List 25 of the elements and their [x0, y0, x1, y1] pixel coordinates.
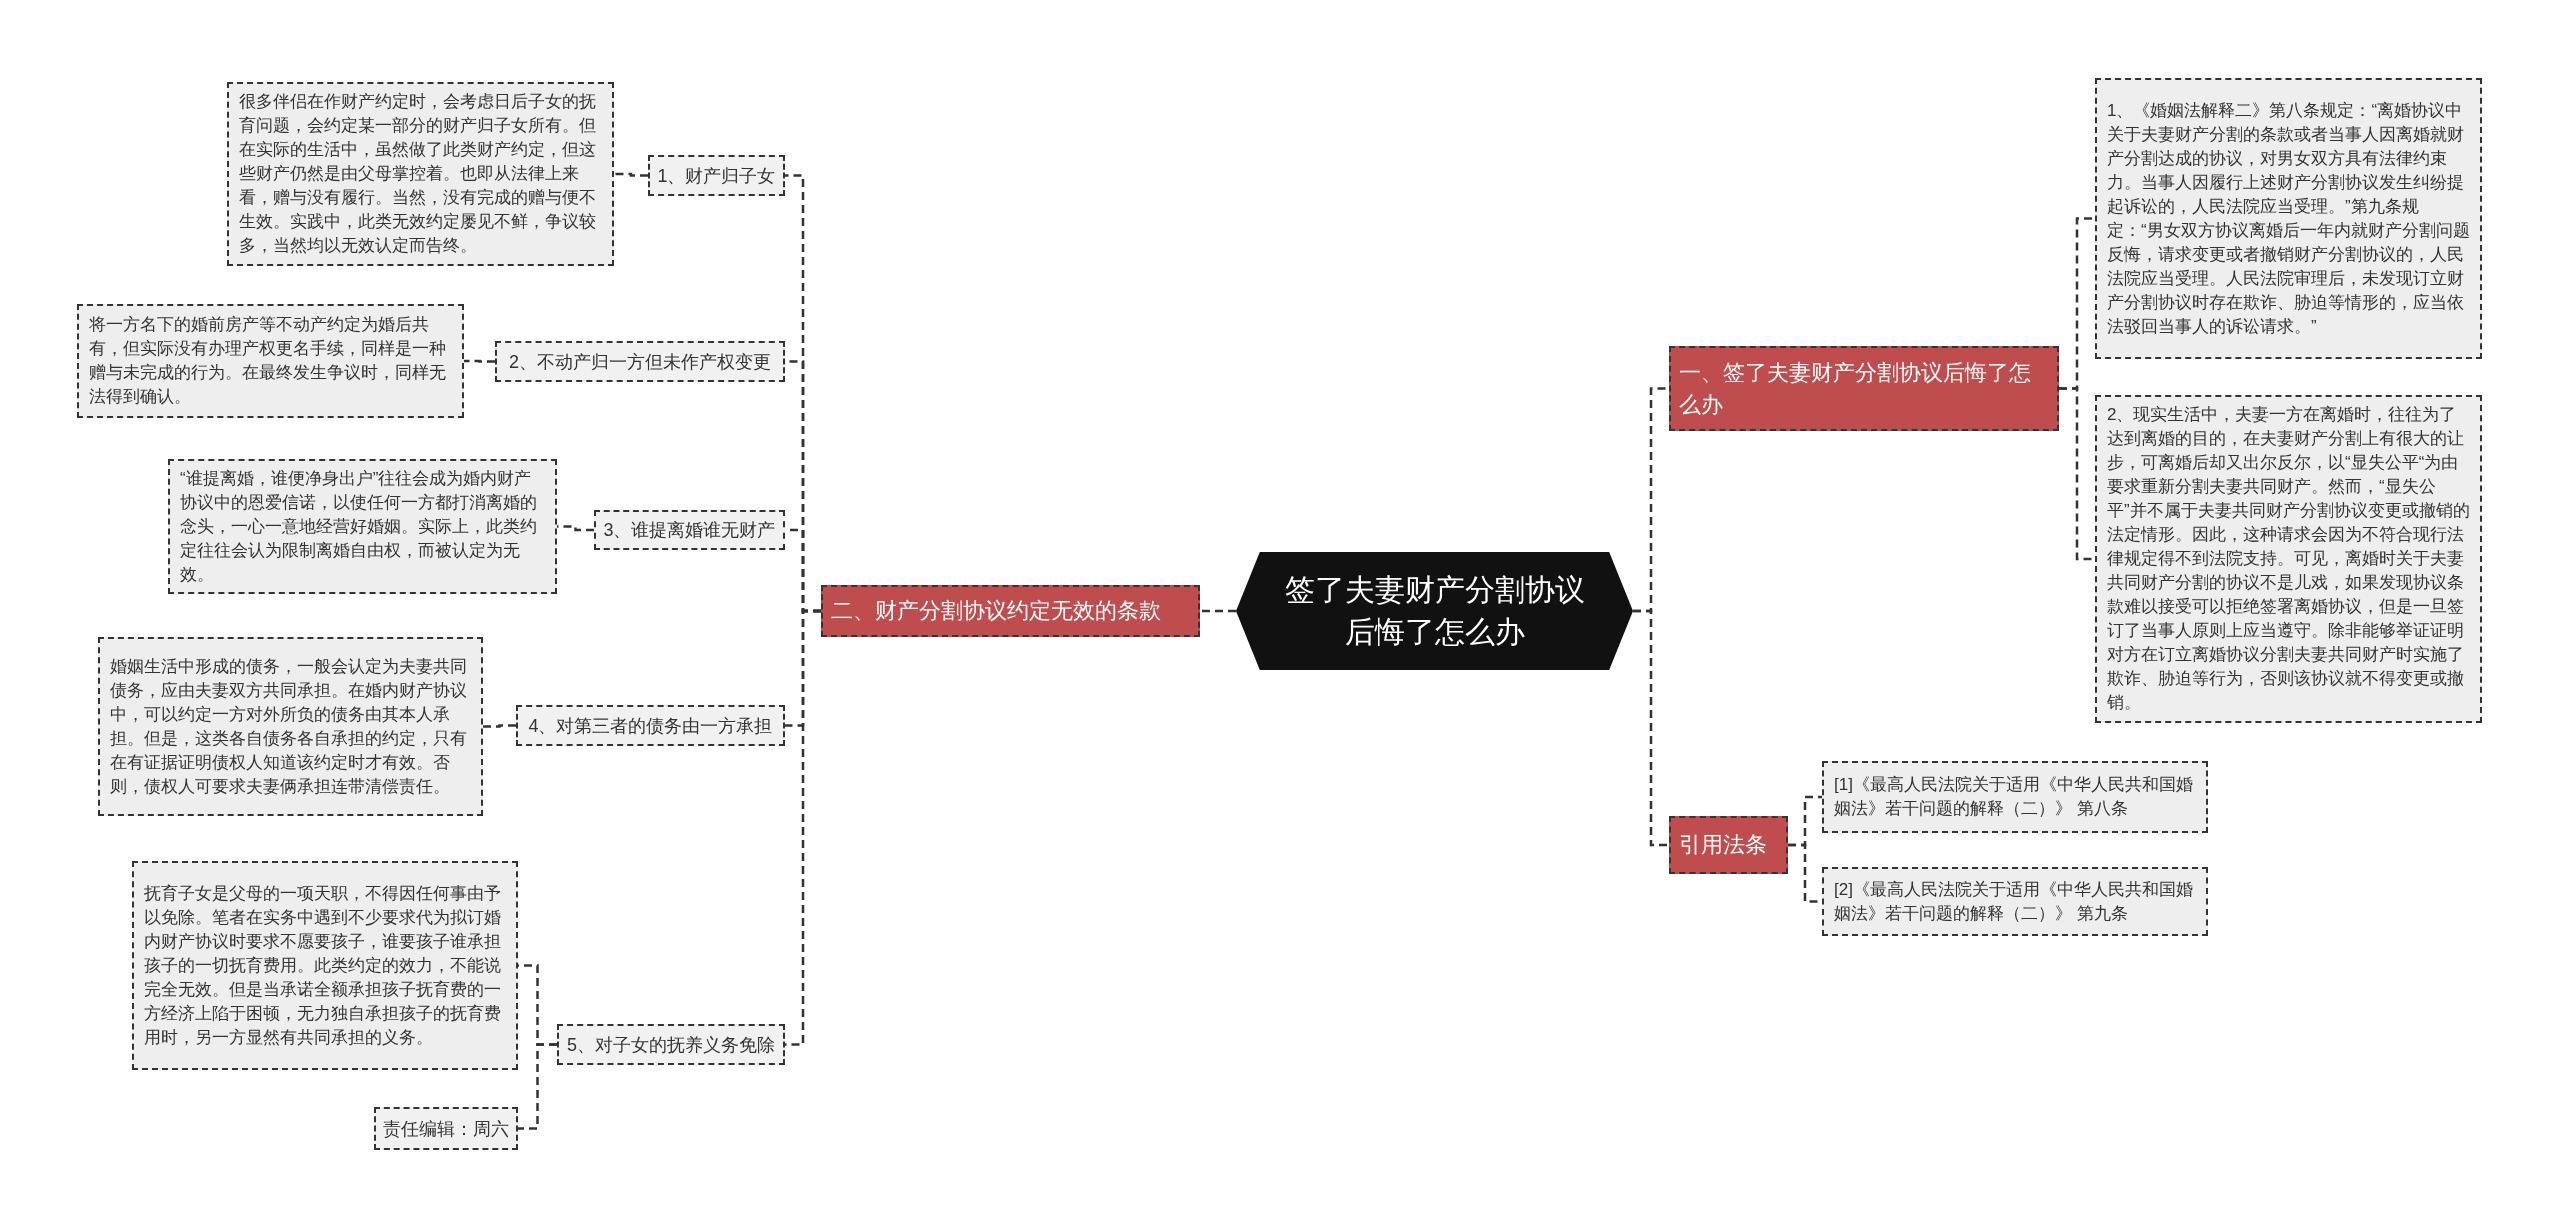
branch-topic-box: 引用法条: [1669, 816, 1788, 874]
note-box: 2、现实生活中，夫妻一方在离婚时，往往为了达到离婚的目的，在夫妻财产分割上有很大的让步，可离婚后却又出尔反尔，以“显失公平“为由要求重新分割夫妻共同财产。然而，“显失公平”并不属于夫妻共同财产分割协议变更或撤销的法定情形。因此，这种请求会因为不符合现行法律规定得不到法院支持。可见，离婚时关于夫妻共同财产分割的协议不是儿戏，如果发现协议条款难以接受可以拒绝签署离婚协议，但是一旦签订了当事人原则上应当遵守。除非能够举证证明对方在订立离婚协议分割夫妻共同财产时实施了欺诈、胁迫等行为，否则该协议就不得变更或撤销。: [2095, 395, 2482, 723]
note-box: 很多伴侣在作财产约定时，会考虑日后子女的抚育问题，会约定某一部分的财产归子女所有。但在实际的生活中，虽然做了此类财产约定，但这些财产仍然是由父母掌控着。也即从法律上来看，赠与没有履行。当然，没有完成的赠与便不生效。实践中，此类无效约定屡见不鲜，争议较多，当然均以无效认定而告终。: [227, 82, 614, 266]
connector-line: [483, 724, 516, 728]
subtopic-box: 3、谁提离婚谁无财产: [594, 510, 785, 550]
subtopic-box: 责任编辑：周六: [374, 1107, 518, 1150]
connector-line: [464, 359, 495, 363]
connector-line: [614, 172, 648, 177]
note-box: “谁提离婚，谁便净身出户”往往会成为婚内财产协议中的恩爱信诺，以使任何一方都打消离婚的念头，一心一意地经营好婚姻。实际上，此类约定往往会认为限制离婚自由权，而被认定为无效。: [168, 459, 557, 594]
connector-line: [2059, 387, 2095, 561]
branch-topic-box: 一、签了夫妻财产分割协议后悔了怎么办: [1669, 346, 2059, 431]
subtopic-box: 1、财产归子女: [648, 155, 785, 196]
subtopic-box: 2、不动产归一方但未作产权变更: [495, 341, 785, 382]
subtopic-box: 5、对子女的抚养义务免除: [557, 1024, 785, 1065]
connector-line: [1633, 609, 1669, 847]
subtopic-box: 4、对第三者的债务由一方承担: [516, 705, 785, 746]
connector-line: [518, 1043, 557, 1130]
branch-topic-box: 二、财产分割协议约定无效的条款: [821, 585, 1200, 637]
note-box: 将一方名下的婚前房产等不动产约定为婚后共有，但实际没有办理产权更名手续，同样是一种赠与未完成的行为。在最终发生争议时，同样无法得到确认。: [77, 304, 464, 418]
note-box: [2]《最高人民法院关于适用《中华人民共和国婚姻法》若干问题的解释（二）》 第九条: [1822, 867, 2208, 936]
note-box: 抚育子女是父母的一项天职，不得因任何事由予以免除。笔者在实务中遇到不少要求代为拟订婚内财产协议时要求不愿要孩子，谁要孩子谁承担孩子的一切抚育费用。此类约定的效力，不能说完全无效。但是当承诺全额承担孩子抚育费的一方经济上陷于困顿，无力独自承担孩子的抚育费用时，另一方显然有共同承担的义务。: [132, 861, 518, 1070]
note-box: [1]《最高人民法院关于适用《中华人民共和国婚姻法》若干问题的解释（二）》 第八条: [1822, 761, 2208, 833]
note-box: 婚姻生活中形成的债务，一般会认定为夫妻共同债务，应由夫妻双方共同承担。在婚内财产协议中，可以约定一方对外所负的债务由其本人承担。但是，这类各自债务各自承担的约定，只有在有证据证明债权人知道该约定时才有效。否则，债权人可要求夫妻俩承担连带清偿责任。: [98, 637, 483, 816]
note-box: 1、《婚姻法解释二》第八条规定：“离婚协议中关于夫妻财产分割的条款或者当事人因离婚就财产分割达成的协议，对男女双方具有法律约束力。当事人因履行上述财产分割协议发生纠纷提起诉讼的，人民法院应当受理。”第九条规定：“男女双方协议离婚后一年内就财产分割问题反悔，请求变更或者撤销财产分割协议的，人民法院应当受理。人民法院审理后，未发现订立财产分割协议时存在欺诈、胁迫等情形的，应当依法驳回当事人的诉讼请求。”: [2095, 78, 2482, 359]
connector-line: [1200, 609, 1236, 613]
